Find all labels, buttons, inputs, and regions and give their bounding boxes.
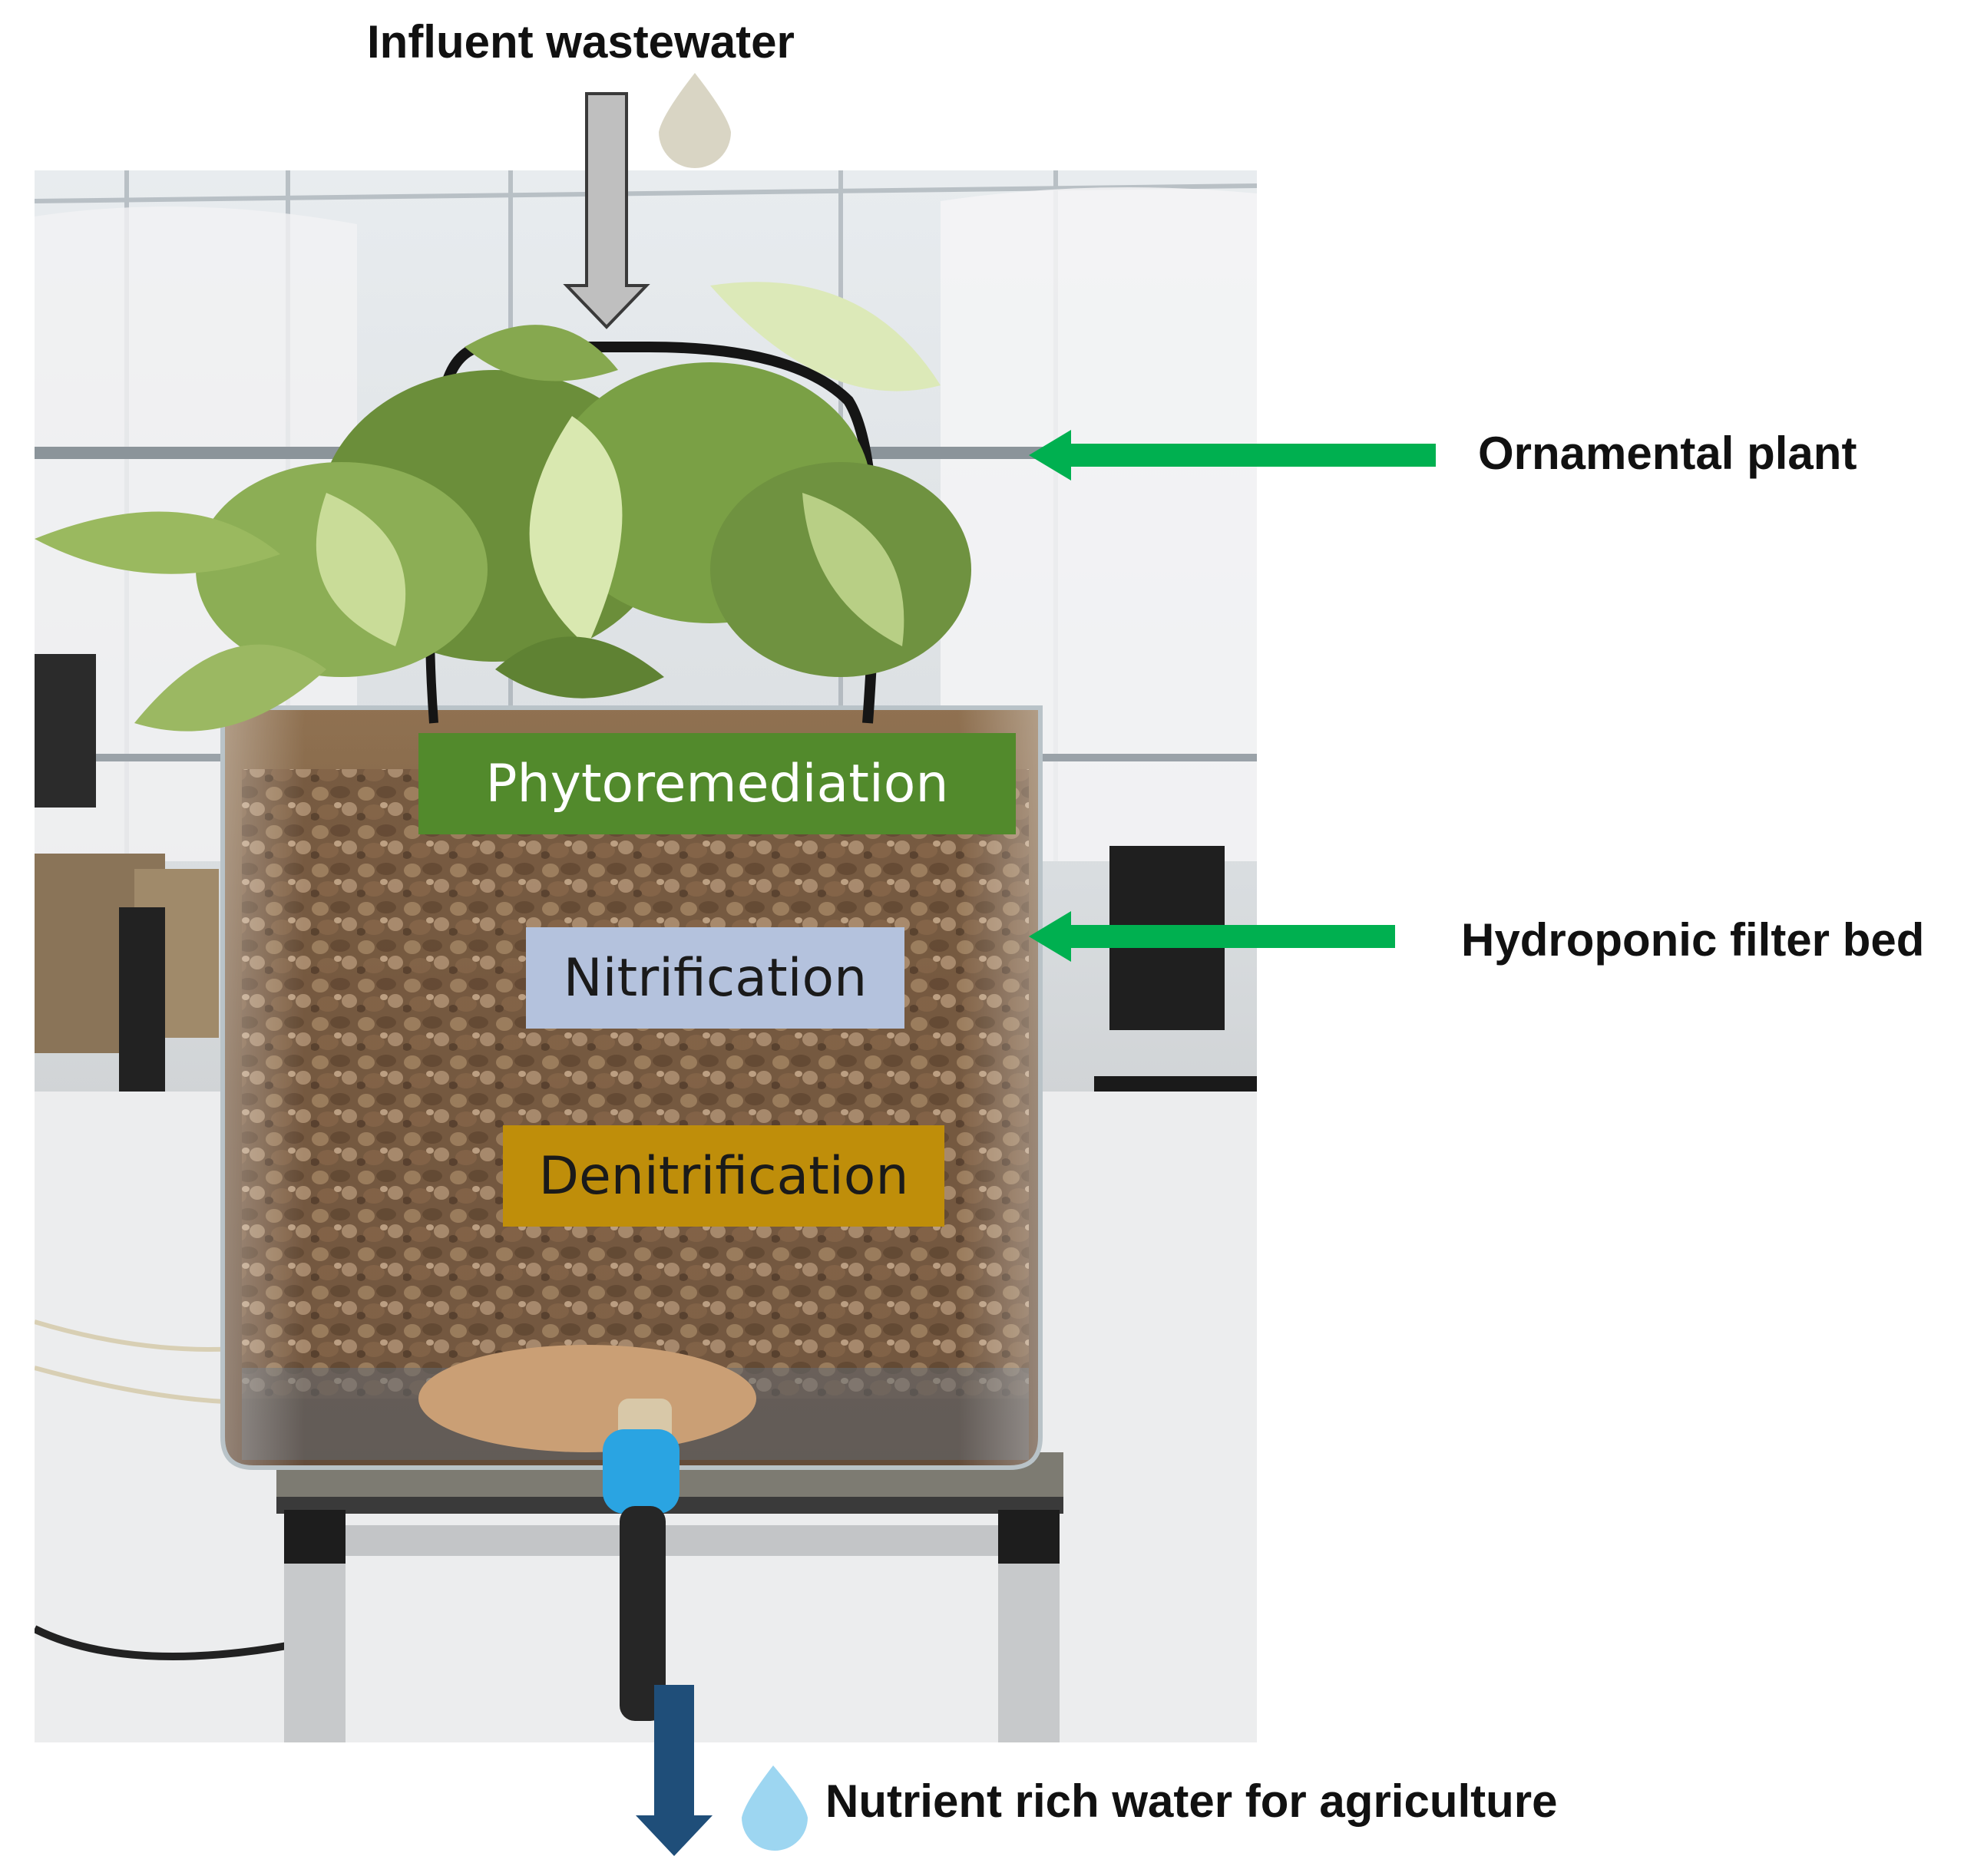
filter-bed-label: Hydroponic filter bed: [1461, 914, 1925, 966]
nitrification-zone: Nitrification: [526, 927, 904, 1029]
denitrification-zone: Denitrification: [503, 1125, 944, 1227]
ornamental-plant-label: Ornamental plant: [1478, 428, 1857, 479]
output-label: Nutrient rich water for agriculture: [825, 1775, 1558, 1827]
phytoremediation-zone: Phytoremediation: [418, 733, 1016, 834]
output-droplet-icon: [742, 1765, 808, 1851]
denitrification-label: Denitrification: [538, 1145, 909, 1207]
nitrification-label: Nitrification: [563, 947, 868, 1009]
phytoremediation-label: Phytoremediation: [485, 753, 949, 814]
influent-label: Influent wastewater: [367, 16, 795, 68]
influent-droplet-icon: [659, 73, 731, 168]
